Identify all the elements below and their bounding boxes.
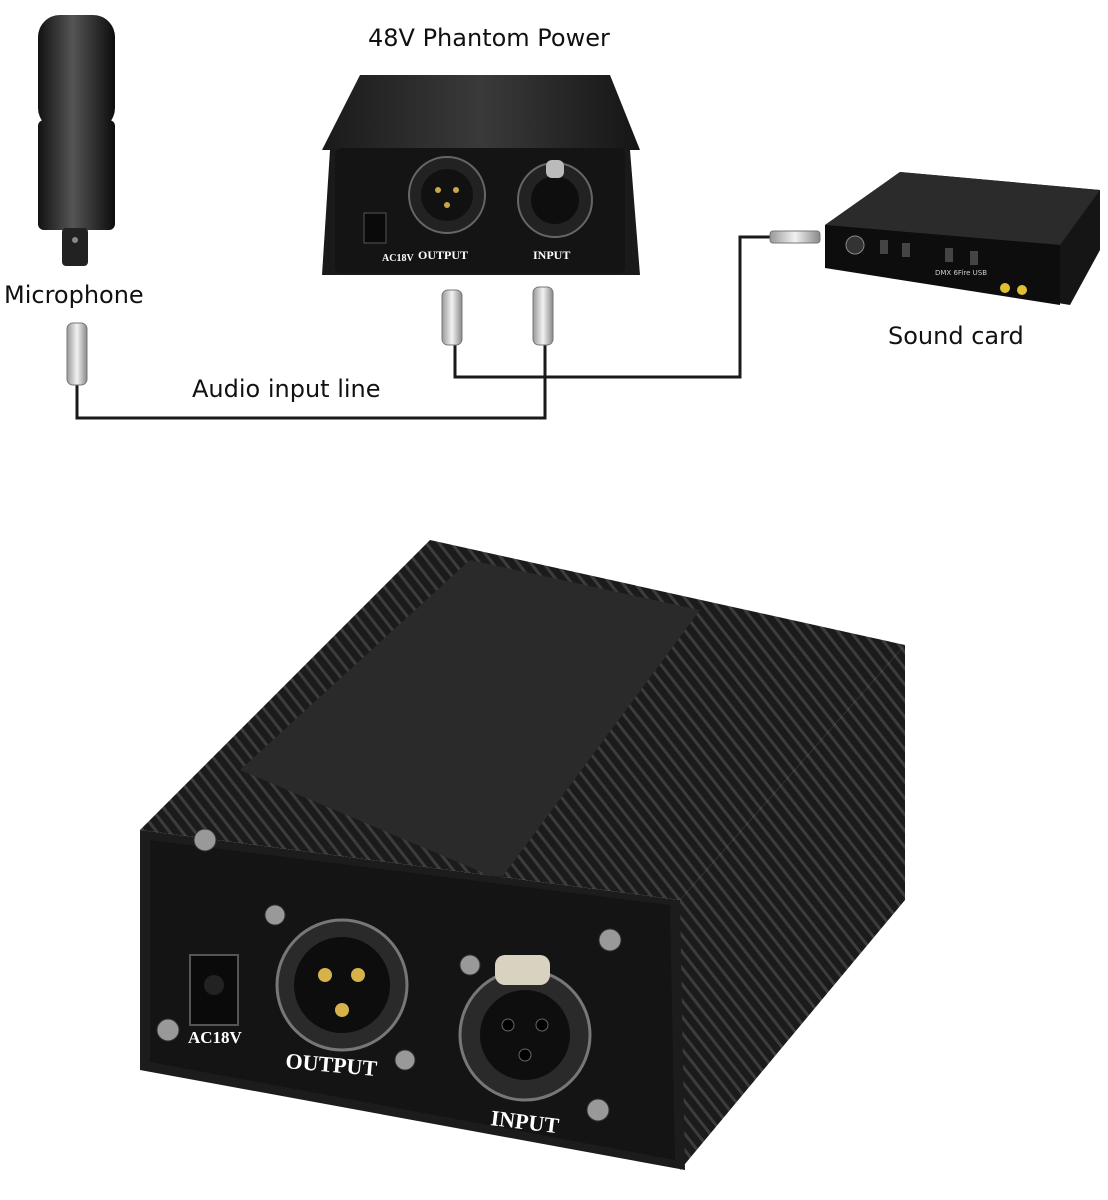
screws (156, 828, 622, 1122)
sound-card-image (825, 172, 1100, 305)
microphone-image (38, 15, 115, 266)
audio-line-label: Audio input line (192, 375, 381, 403)
small-output-label: OUTPUT (418, 248, 468, 262)
sound-card-label: Sound card (888, 322, 1024, 350)
diagram-title: 48V Phantom Power (368, 24, 610, 52)
output-to-soundcard-cable (453, 235, 775, 379)
small-power-label: AC18V (382, 253, 414, 264)
large-power-label: AC18V (188, 1028, 243, 1047)
sound-card-brand: DMX 6Fire USB (935, 269, 987, 277)
small-input-label: INPUT (533, 248, 570, 262)
cables (75, 235, 775, 420)
phantom-power-small-image (322, 75, 640, 275)
audio-input-cable (75, 345, 547, 420)
phantom-power-large-image (140, 540, 905, 1170)
xlr-plugs (66, 230, 821, 386)
microphone-label: Microphone (4, 281, 144, 309)
